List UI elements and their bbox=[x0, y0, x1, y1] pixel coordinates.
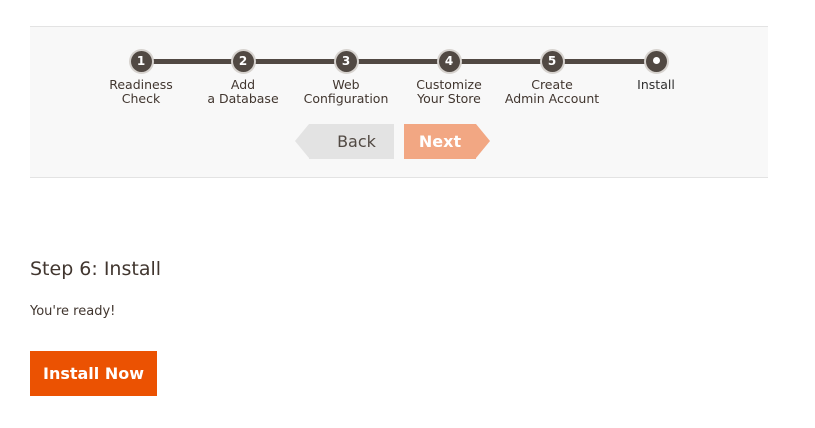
step-create-admin: 5 Create Admin Account bbox=[492, 51, 612, 106]
step-web-configuration: 3 Web Configuration bbox=[286, 51, 406, 106]
next-button[interactable]: Next bbox=[404, 124, 490, 159]
step-2-marker: 2 bbox=[232, 51, 254, 72]
progress-track bbox=[140, 59, 656, 64]
step-3-marker: 3 bbox=[335, 51, 357, 72]
page-title: Step 6: Install bbox=[30, 258, 162, 280]
install-now-button[interactable]: Install Now bbox=[30, 351, 157, 396]
step-4-label: Customize Your Store bbox=[416, 77, 482, 106]
step-5-marker: 5 bbox=[541, 51, 563, 72]
ready-message: You're ready! bbox=[30, 304, 116, 319]
step-5-label: Create Admin Account bbox=[504, 77, 600, 106]
step-readiness-check: 1 Readiness Check bbox=[81, 51, 201, 106]
back-button[interactable]: Back bbox=[295, 124, 394, 159]
step-6-label: Install bbox=[637, 77, 675, 92]
step-4-marker: 4 bbox=[438, 51, 460, 72]
step-1-label: Readiness Check bbox=[109, 77, 173, 106]
current-step-dot-icon bbox=[652, 57, 660, 64]
step-customize-store: 4 Customize Your Store bbox=[389, 51, 509, 106]
step-2-label: Add a Database bbox=[207, 77, 279, 106]
step-3-label: Web Configuration bbox=[303, 77, 389, 106]
step-add-database: 2 Add a Database bbox=[183, 51, 303, 106]
progress-nav-panel: 1 Readiness Check 2 Add a Database 3 Web… bbox=[30, 26, 768, 178]
current-step-marker bbox=[645, 51, 667, 72]
step-1-marker: 1 bbox=[130, 51, 152, 72]
step-install: Install bbox=[596, 51, 716, 92]
